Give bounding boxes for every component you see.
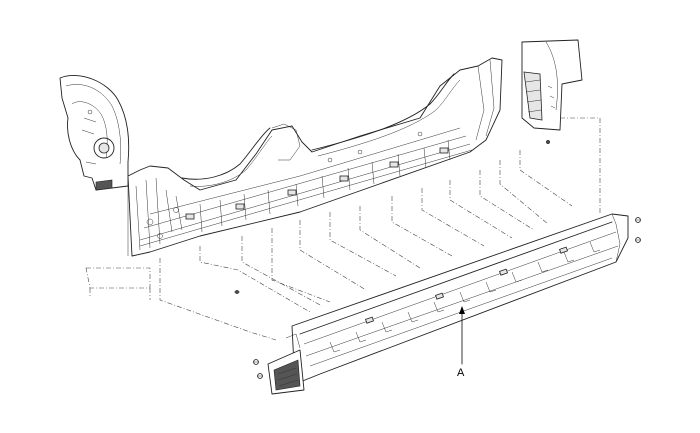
screws bbox=[253, 217, 641, 379]
side-sill-moulding bbox=[267, 213, 629, 395]
rear-wheel-arch-detail bbox=[521, 39, 583, 144]
assembly-leader-lines bbox=[85, 117, 601, 341]
body-side-inner-panel bbox=[127, 57, 503, 257]
callout-a: A bbox=[457, 306, 465, 379]
callout-a-label: A bbox=[457, 367, 465, 379]
front-wheel-arch-detail bbox=[59, 75, 130, 191]
fastener-marks bbox=[234, 140, 550, 294]
